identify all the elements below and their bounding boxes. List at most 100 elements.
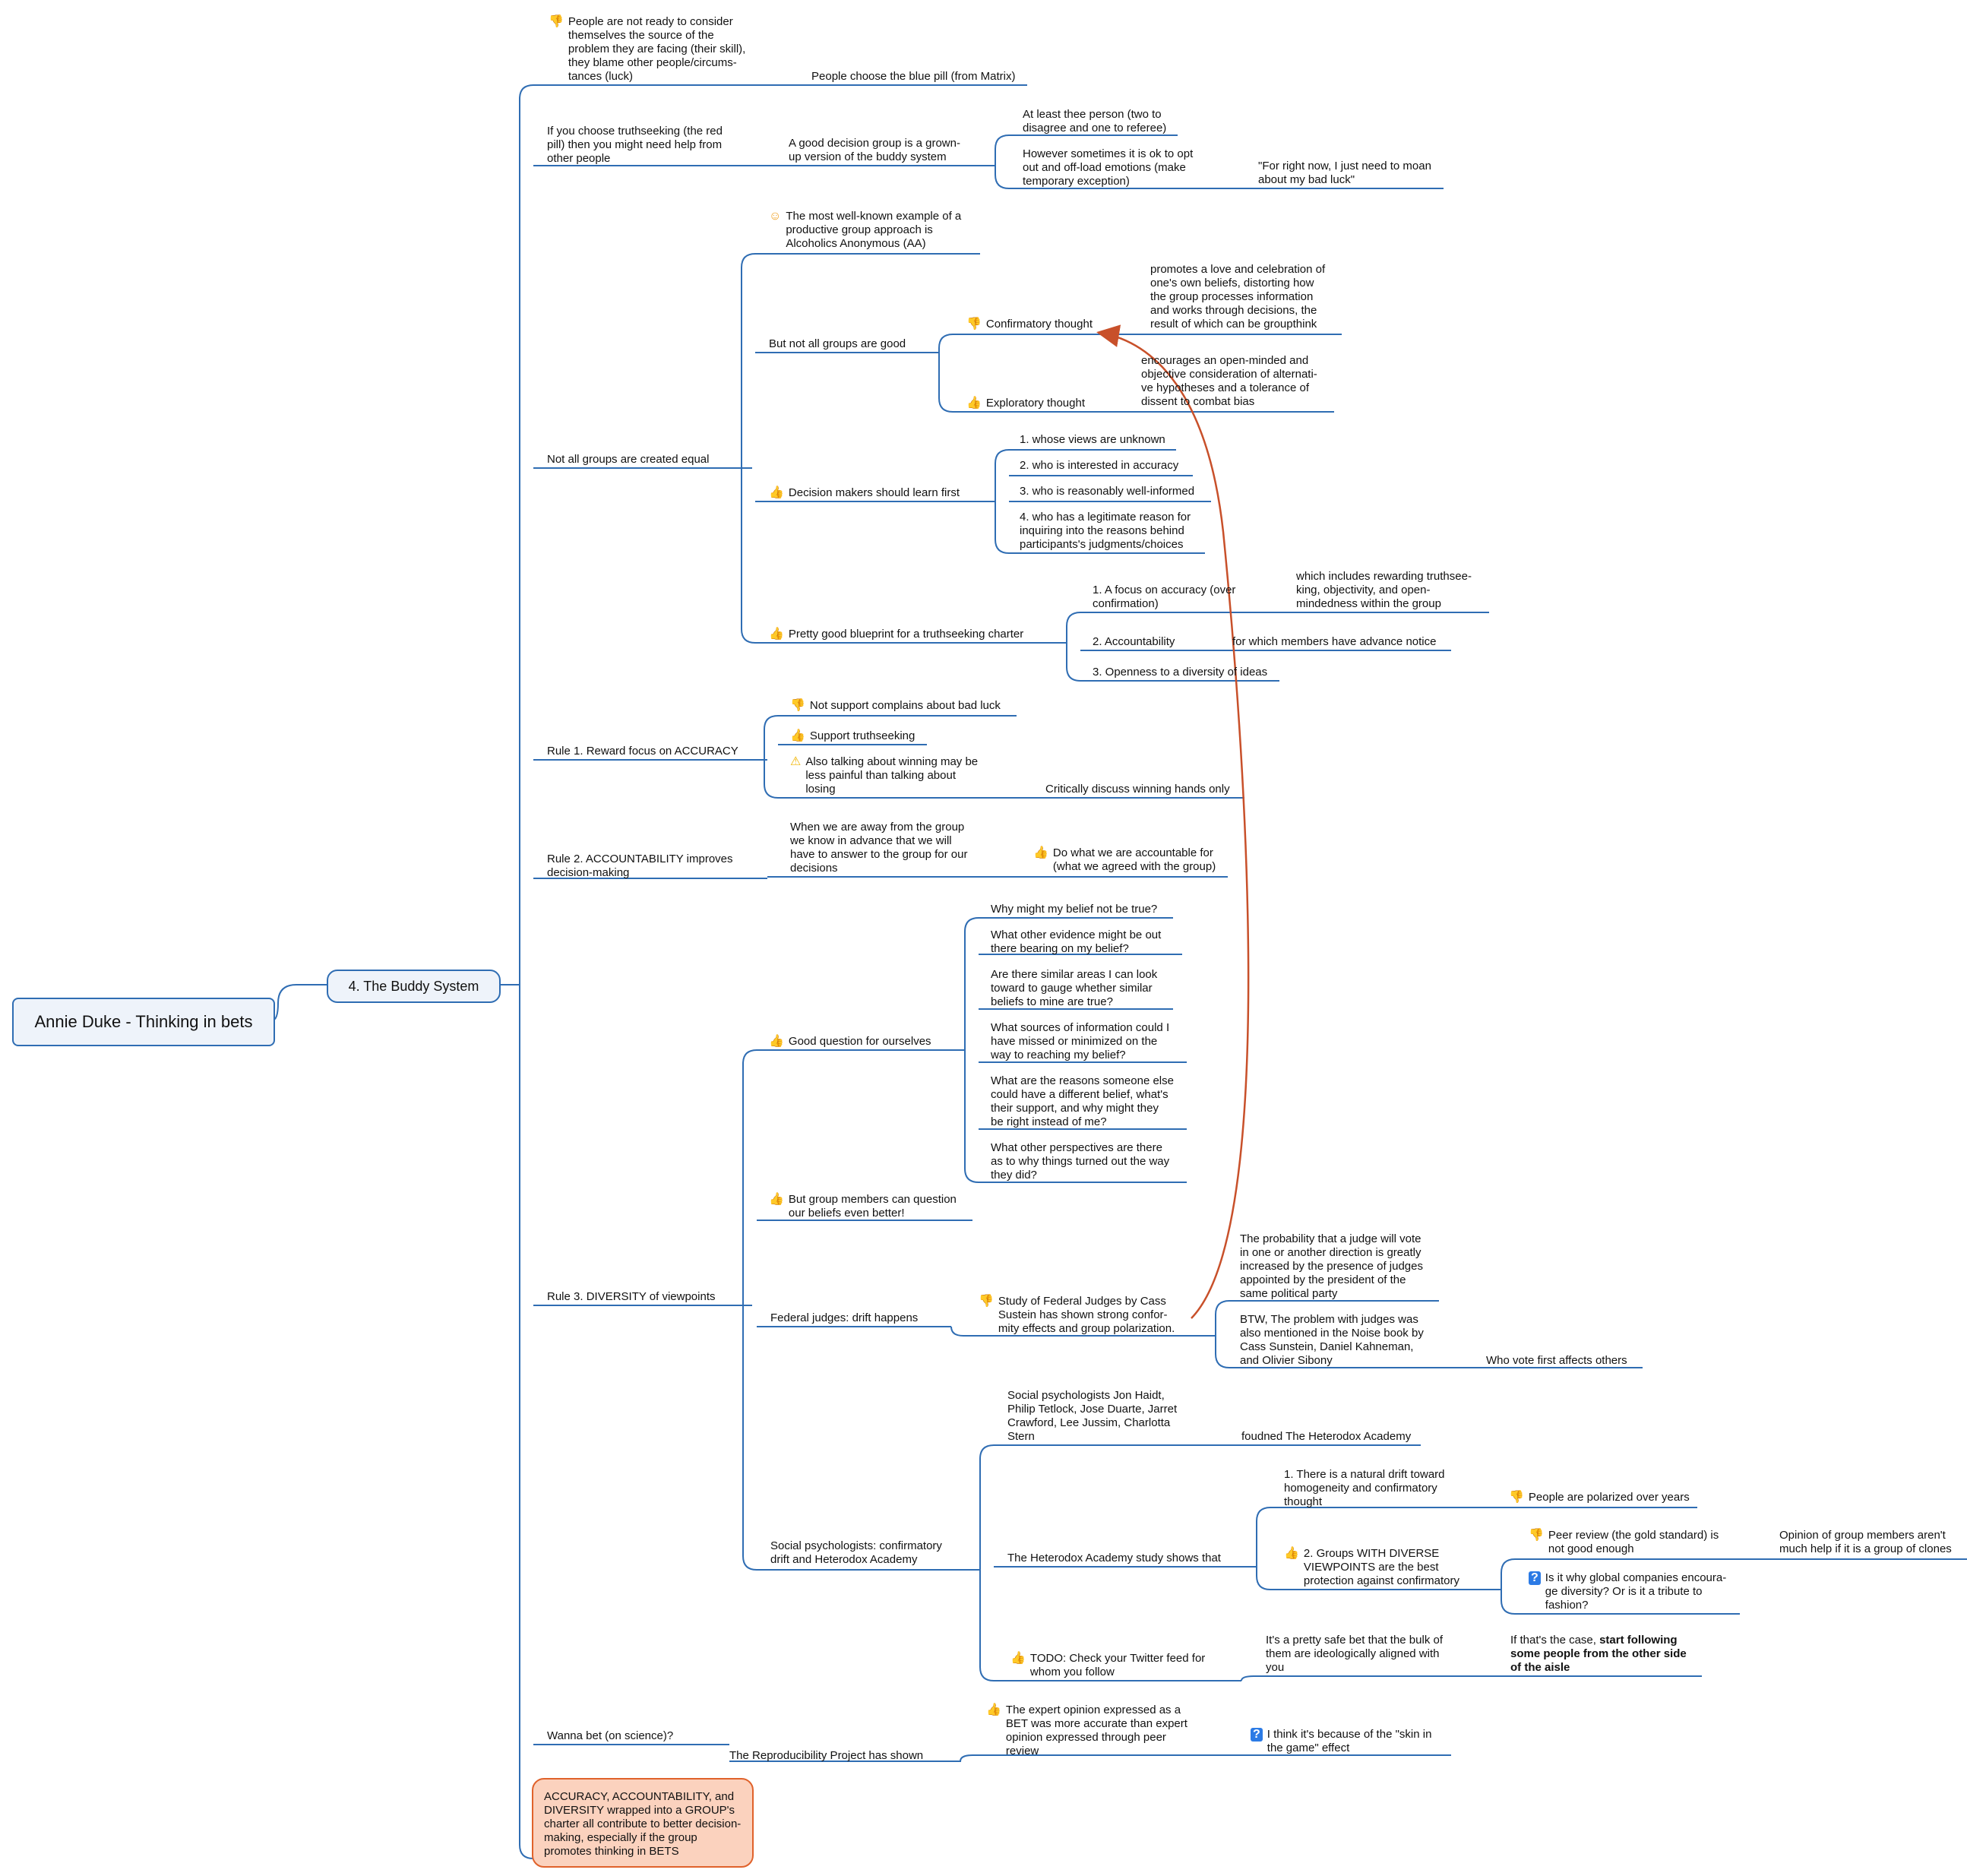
node-rule-1[interactable]: Rule 1. Reward focus on ACCURACY [547,745,738,758]
node-aa[interactable]: ☺The most well-known example of a produc… [769,210,962,250]
node-not-all-good[interactable]: But not all groups are good [769,337,906,350]
spine-diverse [1501,1558,1516,1615]
node-start-following[interactable]: If that's the case, start following some… [1510,1634,1687,1674]
node-reproducibility[interactable]: The Reproducibility Project has shown [729,1749,924,1762]
thumbs-down-icon: 👎 [549,15,564,28]
spine-thought [938,334,953,413]
thumbs-down-icon: 👎 [966,318,982,331]
spine-questions [964,917,979,1183]
node-bp-openness[interactable]: 3. Openness to a diversity of ideas [1093,666,1268,679]
thumbs-down-icon: 👎 [979,1295,994,1308]
node-members-question[interactable]: 👍But group members can question our beli… [769,1193,957,1220]
node-question-2[interactable]: What other evidence might be out there b… [991,929,1162,955]
node-rule-3[interactable]: Rule 3. DIVERSITY of viewpoints [547,1290,716,1303]
node-learn-first[interactable]: 👍Decision makers should learn first [769,486,960,499]
thumbs-down-icon: 👎 [1509,1491,1524,1504]
node-learn-item-2[interactable]: 2. who is interested in accuracy [1020,459,1179,472]
node-bp-accuracy-desc[interactable]: which includes rewarding truthsee- king,… [1296,570,1472,610]
node-judges-probability[interactable]: The probability that a judge will vote i… [1240,1232,1423,1300]
summary-text: ACCURACY, ACCOUNTABILITY, and DIVERSITY … [544,1790,742,1858]
node-bp-accountability-desc[interactable]: for which members have advance notice [1232,635,1437,648]
node-question-1[interactable]: Why might my belief not be true? [991,903,1158,916]
thumbs-up-icon: 👍 [1284,1547,1299,1560]
spine-judges [1215,1300,1230,1368]
question-icon: ? [1251,1728,1263,1742]
node-global-companies[interactable]: ?Is it why global companies encoura- ge … [1529,1571,1726,1612]
node-peer-review[interactable]: 👎Peer review (the gold standard) is not … [1529,1529,1719,1555]
spine-groups [741,253,756,644]
node-good-decision-group[interactable]: A good decision group is a grown- up ver… [789,137,960,163]
node-no-complains[interactable]: 👎Not support complains about bad luck [790,699,1001,712]
thumbs-up-icon: 👍 [769,486,784,499]
thumbs-up-icon: 👍 [966,397,982,410]
node-founded[interactable]: foudned The Heterodox Academy [1241,1430,1412,1443]
node-federal-judges[interactable]: Federal judges: drift happens [770,1311,919,1324]
link-root-main [271,984,327,1021]
node-learn-item-4[interactable]: 4. who has a legitimate reason for inqui… [1020,511,1191,551]
thumbs-up-icon: 👍 [790,729,805,742]
spine-rule1 [764,715,779,799]
node-study-shows[interactable]: The Heterodox Academy study shows that [1007,1552,1221,1564]
node-question-6[interactable]: What other perspectives are there as to … [991,1141,1170,1182]
node-learn-item-1[interactable]: 1. whose views are unknown [1020,433,1165,446]
node-diverse-viewpoints[interactable]: 👍2. Groups WITH DIVERSE VIEWPOINTS are t… [1284,1547,1460,1587]
node-skin-in-game[interactable]: ?I think it's because of the "skin in th… [1251,1728,1431,1755]
node-expert-bet[interactable]: 👍The expert opinion expressed as a BET w… [986,1704,1187,1757]
node-noise-book[interactable]: BTW, The problem with judges was also me… [1240,1313,1424,1367]
node-truthseeking[interactable]: If you choose truthseeking (the red pill… [547,125,723,165]
node-safe-bet[interactable]: It's a pretty safe bet that the bulk of … [1266,1634,1443,1674]
thumbs-up-icon: 👍 [986,1704,1001,1716]
spine-study-shows [1256,1507,1271,1590]
node-question-4[interactable]: What sources of information could I have… [991,1021,1170,1061]
node-bp-accuracy[interactable]: 1. A focus on accuracy (over confirmatio… [1093,584,1236,610]
node-blue-pill[interactable]: People choose the blue pill (from Matrix… [811,70,1016,83]
node-question-3[interactable]: Are there similar areas I can look towar… [991,968,1158,1008]
node-psych-names[interactable]: Social psychologists Jon Haidt, Philip T… [1007,1389,1178,1443]
node-groups-not-equal[interactable]: Not all groups are created equal [547,453,710,466]
main-topic-buddy-system[interactable]: 4. The Buddy System [327,970,501,1003]
node-learn-item-3[interactable]: 3. who is reasonably well-informed [1020,485,1195,498]
node-judges-study[interactable]: 👎Study of Federal Judges by Cass Sustein… [979,1295,1175,1335]
thumbs-up-icon: 👍 [769,1193,784,1206]
summary-callout[interactable]: ACCURACY, ACCOUNTABILITY, and DIVERSITY … [532,1778,754,1868]
node-moan[interactable]: "For right now, I just need to moan abou… [1258,160,1431,186]
node-winning-hands[interactable]: Critically discuss winning hands only [1045,783,1230,796]
node-rule-2[interactable]: Rule 2. ACCOUNTABILITY improves decision… [547,853,733,879]
node-not-ready[interactable]: 👎People are not ready to consider themse… [549,15,746,83]
relationship-arrow[interactable] [1096,324,1250,1319]
warning-icon: ⚠ [790,755,802,768]
node-away-from-group[interactable]: When we are away from the group we know … [790,821,968,875]
node-clones[interactable]: Opinion of group members aren't much hel… [1779,1529,1952,1555]
spine-main-branches [519,84,534,1859]
root-topic[interactable]: Annie Duke - Thinking in bets [12,998,275,1046]
node-confirmatory[interactable]: 👎Confirmatory thought [966,318,1093,331]
node-blueprint[interactable]: 👍Pretty good blueprint for a truthseekin… [769,628,1024,641]
node-bp-accountability[interactable]: 2. Accountability [1093,635,1175,648]
node-good-question[interactable]: 👍Good question for ourselves [769,1035,931,1048]
node-support-truthseeking[interactable]: 👍Support truthseeking [790,729,916,742]
spine-psych [979,1444,995,1681]
node-polarized[interactable]: 👎People are polarized over years [1509,1491,1690,1504]
node-social-psychologists[interactable]: Social psychologists: confirmatory drift… [770,1539,942,1566]
root-label: Annie Duke - Thinking in bets [34,1012,253,1031]
node-exploratory[interactable]: 👍Exploratory thought [966,397,1085,410]
spine-learn [995,449,1010,554]
node-three-persons[interactable]: At least thee person (two to disagree an… [1023,108,1167,134]
thumbs-up-icon: 👍 [1033,846,1048,859]
node-exploratory-desc[interactable]: encourages an open-minded and objective … [1141,354,1317,408]
thumbs-up-icon: 👍 [769,1035,784,1048]
thumbs-down-icon: 👎 [1529,1529,1544,1542]
node-confirmatory-desc[interactable]: promotes a love and celebration of one's… [1150,263,1326,331]
node-do-accountable[interactable]: 👍Do what we are accountable for (what we… [1033,846,1216,873]
node-question-5[interactable]: What are the reasons someone else could … [991,1074,1174,1128]
node-vote-first[interactable]: Who vote first affects others [1486,1354,1627,1367]
spine-rule3 [742,1049,757,1571]
main-topic-label: 4. The Buddy System [348,978,479,994]
node-opt-out[interactable]: However sometimes it is ok to opt out an… [1023,147,1194,188]
node-wanna-bet[interactable]: Wanna bet (on science)? [547,1729,674,1742]
node-winning[interactable]: ⚠Also talking about winning may be less … [790,755,979,796]
question-icon: ? [1529,1571,1541,1585]
node-todo-twitter[interactable]: 👍TODO: Check your Twitter feed for whom … [1010,1652,1206,1678]
node-natural-drift[interactable]: 1. There is a natural drift toward homog… [1284,1468,1445,1508]
